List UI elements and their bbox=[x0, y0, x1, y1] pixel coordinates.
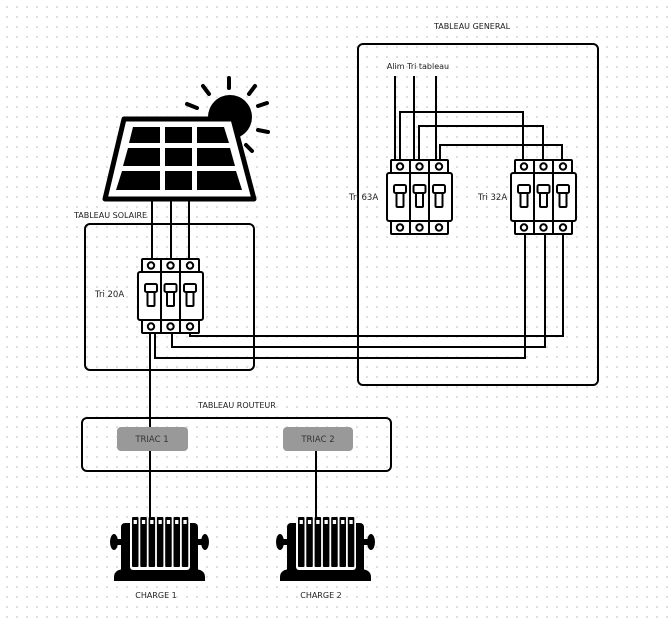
breaker-toggle bbox=[183, 283, 197, 293]
wire-32-20-l2 bbox=[171, 232, 546, 348]
terminal-screw bbox=[558, 162, 568, 171]
breaker-toggle bbox=[536, 184, 551, 194]
terminal-screw bbox=[519, 223, 529, 232]
wiring bbox=[149, 76, 564, 520]
triac-2: TRIAC 2 bbox=[283, 427, 353, 451]
charge-1-label: CHARGE 1 bbox=[135, 591, 177, 600]
tableau-routeur-box bbox=[81, 417, 392, 472]
terminal-screw bbox=[185, 261, 195, 270]
triac-1: TRIAC 1 bbox=[117, 427, 188, 451]
terminal-screw bbox=[146, 261, 156, 270]
terminal-screw bbox=[434, 223, 444, 232]
terminal-screw bbox=[395, 223, 405, 232]
breaker-toggle bbox=[432, 184, 446, 194]
radiator-icon bbox=[110, 517, 209, 581]
terminal-screw bbox=[415, 162, 424, 171]
triac-2-label: TRIAC 2 bbox=[300, 435, 334, 445]
wire-32-20-l3 bbox=[189, 232, 564, 337]
breaker-tri-20a-label: Tri 20A bbox=[94, 290, 124, 300]
breaker-tri-32a bbox=[510, 159, 577, 235]
tableau-general-title: TABLEAU GENERAL bbox=[433, 22, 511, 31]
wire-63-32-l3 bbox=[439, 144, 563, 162]
alim-tri-label: Alim Tri tableau bbox=[387, 62, 449, 71]
breaker-tri-63a bbox=[386, 159, 453, 235]
breaker-toggle bbox=[144, 283, 158, 293]
terminal-screw bbox=[519, 162, 529, 171]
terminal-screw bbox=[415, 223, 424, 232]
breaker-toggle bbox=[556, 184, 570, 194]
wire-32-20-l1 bbox=[154, 232, 526, 359]
terminal-screw bbox=[166, 261, 175, 270]
radiator-icon bbox=[276, 517, 375, 581]
breaker-toggle bbox=[163, 283, 178, 293]
charge-2-label: CHARGE 2 bbox=[300, 591, 342, 600]
terminal-screw bbox=[166, 322, 175, 331]
triac-1-label: TRIAC 1 bbox=[134, 435, 168, 445]
terminal-screw bbox=[434, 162, 444, 171]
breaker-toggle bbox=[412, 184, 427, 194]
solar-panel-icon bbox=[102, 76, 270, 202]
breaker-tri-63a-label: Tri 63A bbox=[348, 193, 378, 203]
wire-63-32-l1 bbox=[399, 111, 524, 162]
terminal-screw bbox=[395, 162, 405, 171]
breaker-toggle bbox=[393, 184, 407, 194]
tableau-routeur-title: TABLEAU ROUTEUR bbox=[197, 401, 276, 410]
tableau-general-box bbox=[357, 43, 599, 386]
terminal-screw bbox=[558, 223, 568, 232]
tableau-solaire-title: TABLEAU SOLAIRE bbox=[73, 211, 147, 220]
terminal-screw bbox=[539, 223, 548, 232]
terminal-screw bbox=[146, 322, 156, 331]
breaker-tri-32a-label: Tri 32A bbox=[477, 193, 507, 203]
terminal-screw bbox=[185, 322, 195, 331]
terminal-screw bbox=[539, 162, 548, 171]
breaker-toggle bbox=[517, 184, 531, 194]
tableau-solaire-box bbox=[84, 223, 255, 371]
breaker-tri-20a bbox=[137, 258, 204, 334]
